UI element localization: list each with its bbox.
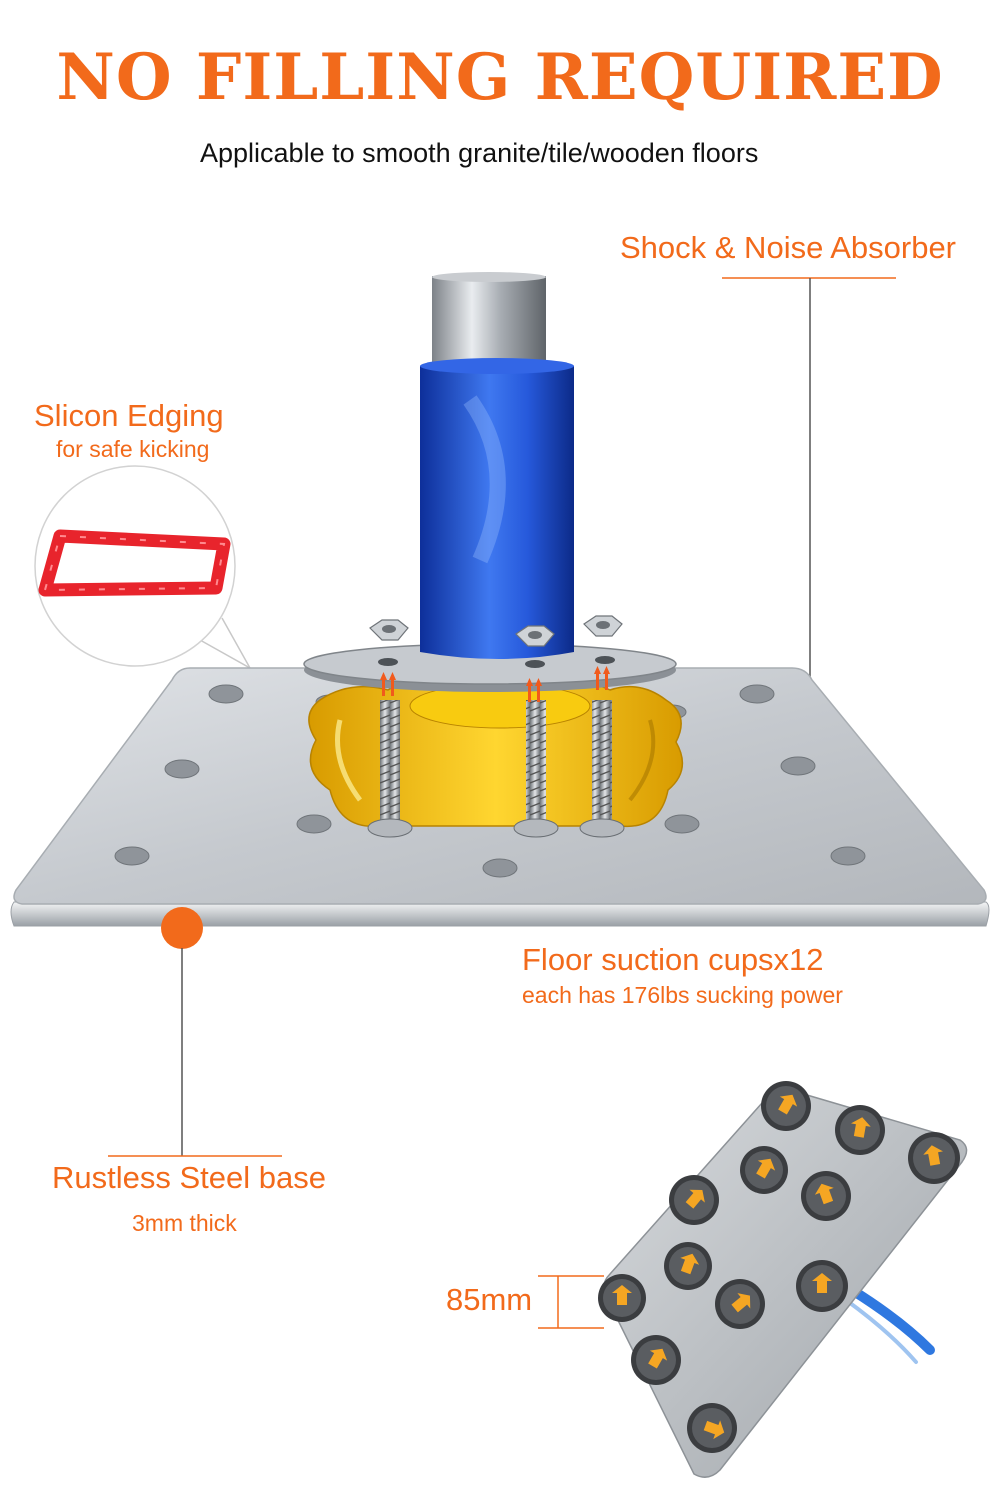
shock-absorber-rubber	[308, 681, 684, 828]
pole-flange	[303, 643, 677, 692]
page-title: NO FILLING REQUIRED	[56, 40, 944, 115]
edging-label: Slicon Edging	[34, 398, 224, 433]
hex-nuts	[369, 615, 623, 647]
dimension-bracket	[538, 1275, 604, 1329]
edging-magnifier	[34, 465, 252, 670]
up-arrow-pair-icon	[380, 666, 610, 702]
dimension-label: 85mm	[446, 1282, 533, 1317]
steel-base-sublabel: 3mm thick	[132, 1210, 237, 1236]
mounting-screws	[367, 700, 625, 838]
page-subtitle: Applicable to smooth granite/tile/wooden…	[200, 138, 759, 168]
base-callout-line	[108, 907, 282, 1157]
shock-callout-line	[638, 277, 896, 726]
suction-cups-sublabel: each has 176lbs sucking power	[522, 982, 843, 1008]
suction-cups-label: Floor suction cupsx12	[522, 942, 824, 977]
blue-pole-sleeve	[420, 358, 574, 659]
steel-base-label: Rustless Steel base	[52, 1160, 326, 1195]
shock-absorber-label: Shock & Noise Absorber	[620, 230, 957, 265]
suction-cups	[598, 1081, 960, 1453]
edging-sublabel: for safe kicking	[56, 436, 210, 462]
